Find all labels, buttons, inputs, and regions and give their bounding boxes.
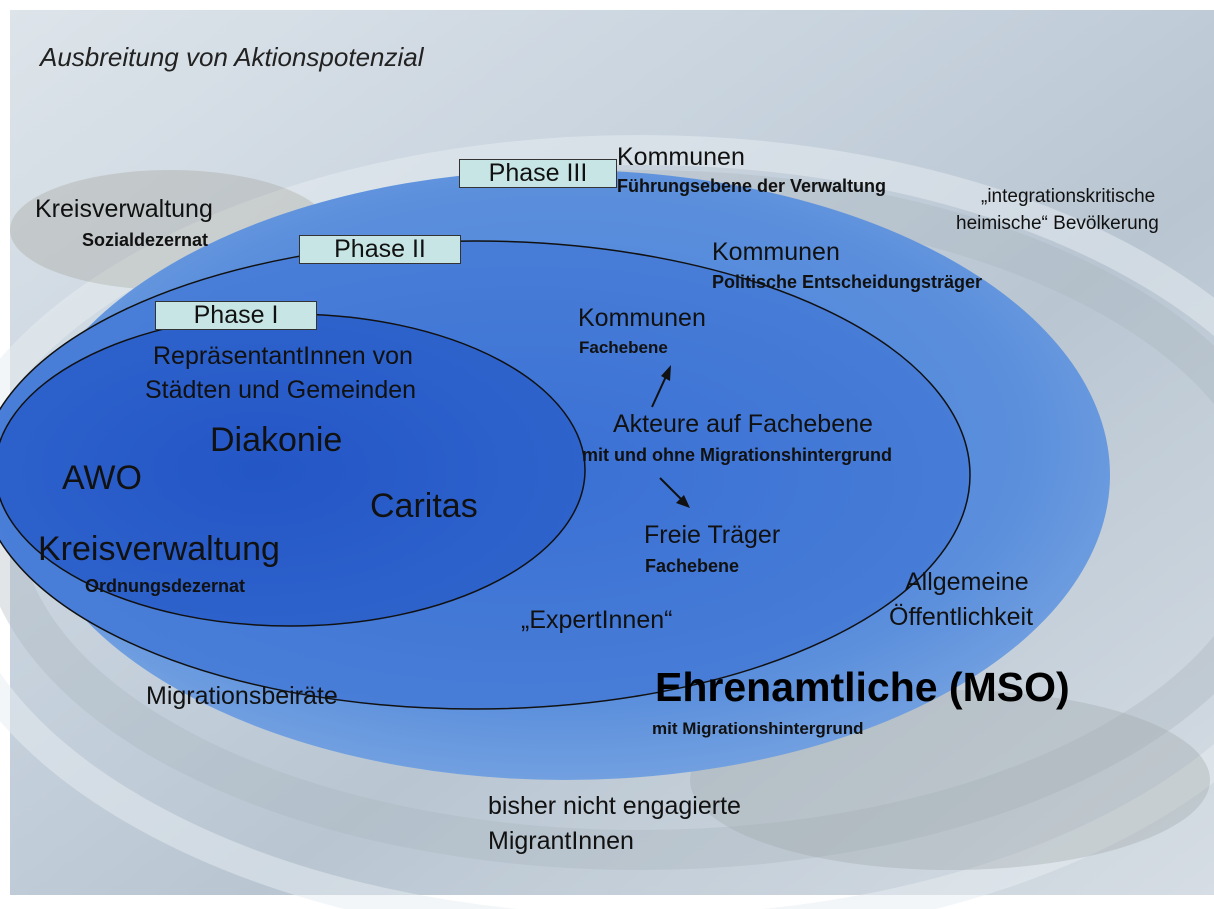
kreisverwaltung-sozial-sub: Sozialdezernat bbox=[82, 230, 208, 251]
akteure-sub: mit und ohne Migrationshintergrund bbox=[582, 445, 892, 466]
phase-3-label: Phase III bbox=[459, 159, 617, 188]
freie-traeger-sub: Fachebene bbox=[645, 556, 739, 577]
kommunen-fuehrung-heading: Kommunen bbox=[617, 143, 745, 172]
akteure-heading: Akteure auf Fachebene bbox=[613, 410, 873, 439]
ehrenamtliche-heading: Ehrenamtliche (MSO) bbox=[655, 664, 1070, 711]
kreisverwaltung-sozial-heading: Kreisverwaltung bbox=[35, 195, 213, 224]
diagram-title: Ausbreitung von Aktionspotenzial bbox=[40, 43, 424, 73]
freie-traeger-heading: Freie Träger bbox=[644, 521, 780, 550]
kommunen-politisch-heading: Kommunen bbox=[712, 238, 840, 267]
diakonie-label: Diakonie bbox=[210, 421, 342, 460]
allgemeine-line1: Allgemeine bbox=[905, 568, 1029, 597]
migrationsbeiraete-label: Migrationsbeiräte bbox=[146, 682, 338, 711]
kommunen-fach-heading: Kommunen bbox=[578, 304, 706, 333]
bisher-line1: bisher nicht engagierte bbox=[488, 792, 741, 821]
kommunen-fuehrung-sub: Führungsebene der Verwaltung bbox=[617, 176, 886, 197]
kommunen-politisch-sub: Politische Entscheidungsträger bbox=[712, 272, 982, 293]
kreisverwaltung-ordnung-sub: Ordnungsdezernat bbox=[85, 576, 245, 597]
awo-label: AWO bbox=[62, 459, 142, 498]
kreisverwaltung-ordnung-heading: Kreisverwaltung bbox=[38, 530, 280, 569]
ehrenamtliche-sub: mit Migrationshintergrund bbox=[652, 719, 864, 739]
expertinnen-label: „ExpertInnen“ bbox=[521, 606, 672, 635]
integrationskritisch-line1: „integrationskritische bbox=[981, 186, 1155, 208]
repraesentanten-line2: Städten und Gemeinden bbox=[145, 376, 416, 405]
kommunen-fach-sub: Fachebene bbox=[579, 338, 668, 358]
bisher-line2: MigrantInnen bbox=[488, 827, 634, 856]
phase-2-label: Phase II bbox=[299, 235, 461, 264]
caritas-label: Caritas bbox=[370, 487, 478, 526]
phase-1-label: Phase I bbox=[155, 301, 317, 330]
integrationskritisch-line2: heimische“ Bevölkerung bbox=[956, 213, 1159, 235]
repraesentanten-line1: RepräsentantInnen von bbox=[153, 342, 413, 371]
allgemeine-line2: Öffentlichkeit bbox=[889, 603, 1033, 632]
